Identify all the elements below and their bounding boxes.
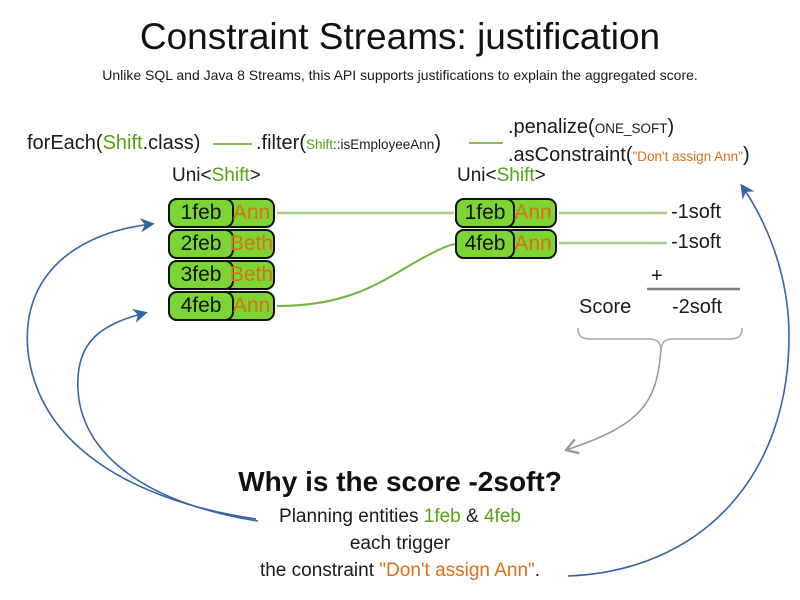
code-filter-prefix: .filter( — [256, 132, 306, 154]
slide-subtitle: Unlike SQL and Java 8 Streams, this API … — [102, 67, 698, 83]
shift-row-4feb: 4feb Ann — [168, 291, 275, 321]
left-stream-type: Uni<Shift> — [172, 165, 261, 187]
explanation-line1-separator: & — [460, 506, 484, 527]
shift-employee: Ann — [514, 201, 552, 224]
shift-date: 1feb — [168, 198, 234, 228]
shift-date: 1feb — [455, 198, 515, 228]
shift-date: 4feb — [168, 291, 234, 321]
code-asconstraint-arg: "Don't assign Ann" — [632, 149, 743, 164]
explanation-constraint-name: "Don't assign Ann" — [379, 560, 535, 581]
code-foreach: forEach(Shift.class) — [27, 132, 200, 155]
code-filter-arg-class: Shift — [306, 137, 334, 152]
right-stream-type-suffix: > — [534, 165, 546, 186]
code-asconstraint: .asConstraint("Don't assign Ann") — [508, 144, 750, 167]
code-asconstraint-suffix: ) — [742, 144, 750, 166]
shift-row-1feb: 1feb Ann — [168, 198, 275, 228]
shift-employee: Ann — [514, 232, 552, 255]
code-filter-suffix: ) — [434, 132, 441, 154]
right-stream-type-param: Shift — [496, 165, 535, 186]
slide-title: Constraint Streams: justification — [139, 16, 661, 57]
explanation-entity-1feb: 1feb — [423, 506, 461, 527]
explanation-line3-suffix: . — [534, 560, 541, 581]
explanation-line-1: Planning entities 1feb & 4feb — [0, 506, 800, 528]
code-asconstraint-prefix: .asConstraint( — [508, 144, 633, 166]
code-penalize-suffix: ) — [667, 116, 675, 138]
left-stream-type-param: Shift — [211, 165, 250, 186]
shift-employee: Ann — [232, 201, 271, 224]
filtered-row-1feb: 1feb Ann — [455, 198, 557, 228]
shift-employee: Ann — [232, 294, 271, 317]
explanation-entity-4feb: 4feb — [483, 506, 521, 527]
plus-sign: + — [651, 265, 663, 287]
penalty-1: -1soft — [671, 201, 722, 223]
explanation-line-3: the constraint "Don't assign Ann". — [0, 560, 800, 582]
code-filter: .filter(Shift::isEmployeeAnn) — [256, 132, 441, 155]
code-penalize-prefix: .penalize( — [508, 116, 595, 138]
right-stream-type-prefix: Uni< — [457, 165, 497, 186]
shift-date: 4feb — [455, 229, 515, 259]
code-foreach-suffix: .class) — [142, 132, 201, 154]
filtered-row-4feb: 4feb Ann — [455, 229, 557, 259]
explanation-heading: Why is the score -2soft? — [238, 466, 562, 497]
shift-row-3feb: 3feb Beth — [168, 260, 275, 290]
explanation-line-2: each trigger — [349, 533, 451, 554]
shift-date: 2feb — [168, 229, 234, 259]
left-stream-type-suffix: > — [249, 165, 261, 186]
shift-row-2feb: 2feb Beth — [168, 229, 275, 259]
shift-date: 3feb — [168, 260, 234, 290]
code-foreach-arg: Shift — [102, 132, 143, 154]
justification-arrow-constraint — [567, 183, 790, 577]
score-label: Score — [579, 296, 632, 318]
shift-employee: Beth — [229, 263, 274, 286]
connector-row-4feb-curve — [276, 243, 456, 307]
code-foreach-prefix: forEach( — [27, 132, 103, 154]
justification-arrow-1feb — [26, 218, 257, 520]
code-penalize-arg: ONE_SOFT — [594, 121, 668, 136]
penalty-2: -1soft — [671, 231, 722, 253]
explanation-line3-prefix: the constraint — [259, 560, 380, 581]
left-stream-table: 1feb Ann 2feb Beth 3feb Beth 4feb Ann — [168, 198, 275, 322]
justification-arrow-4feb — [77, 308, 259, 522]
score-explanation-arrow — [563, 348, 662, 455]
code-penalize: .penalize(ONE_SOFT) — [508, 116, 674, 139]
left-stream-type-prefix: Uni< — [172, 165, 212, 186]
score-total: -2soft — [672, 296, 723, 318]
right-stream-type: Uni<Shift> — [457, 165, 546, 187]
shift-employee: Beth — [229, 232, 274, 255]
score-brace — [577, 327, 743, 350]
right-stream-table: 1feb Ann 4feb Ann — [455, 198, 557, 260]
explanation-line1-prefix: Planning entities — [279, 506, 424, 527]
code-filter-arg-method: ::isEmployeeAnn — [333, 137, 435, 152]
